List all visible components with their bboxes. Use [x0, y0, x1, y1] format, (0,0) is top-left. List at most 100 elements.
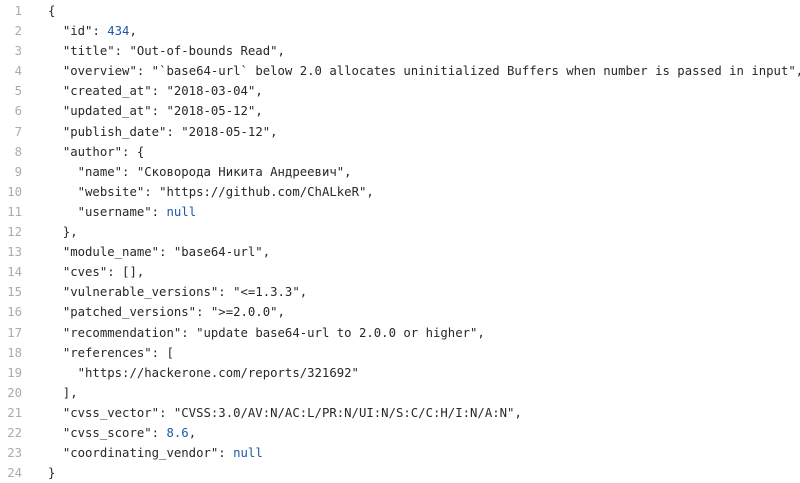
- line-content: "username": null: [22, 202, 800, 222]
- json-number: 434: [107, 24, 130, 39]
- json-key: "recommendation": [62, 325, 182, 340]
- json-punctuation: : [: [151, 345, 174, 360]
- json-punctuation: ,: [299, 285, 308, 300]
- json-key: "updated_at": [62, 104, 152, 119]
- code-line: 13 "module_name": "base64-url",: [0, 242, 800, 262]
- json-key: "cves": [62, 265, 108, 280]
- json-string: "https://github.com/ChALkeR": [159, 184, 367, 199]
- line-number: 1: [14, 4, 22, 18]
- json-key: "coordinating_vendor": [62, 446, 219, 461]
- json-punctuation: ,: [277, 305, 285, 320]
- line-content: "author": {: [22, 142, 800, 162]
- code-line: 23 "coordinating_vendor": null: [0, 443, 800, 463]
- json-punctuation: }: [48, 466, 56, 481]
- json-key: "vulnerable_versions": [62, 285, 219, 300]
- json-key: "author": [62, 144, 123, 159]
- json-punctuation: :: [159, 405, 174, 420]
- code-line: 2 "id": 434,: [0, 21, 800, 41]
- line-number: 24: [7, 466, 22, 481]
- json-string: "Out-of-bounds Read": [129, 44, 278, 59]
- line-content: "updated_at": "2018-05-12",: [22, 101, 800, 121]
- code-line: 18 "references": [: [0, 343, 800, 363]
- json-punctuation: :: [166, 124, 182, 139]
- line-content: "references": [: [22, 343, 800, 363]
- json-punctuation: [48, 265, 63, 279]
- line-number: 10: [7, 184, 22, 199]
- json-punctuation: :: [122, 164, 137, 179]
- json-punctuation: ,: [255, 84, 263, 99]
- line-content: "cvss_score": 8.6,: [22, 423, 800, 443]
- json-punctuation: :: [159, 245, 174, 260]
- code-line: 1{: [0, 1, 800, 21]
- line-number: 3: [14, 44, 22, 59]
- line-content: {: [22, 1, 800, 21]
- json-punctuation: [48, 346, 63, 360]
- json-key: "website": [77, 184, 145, 199]
- code-line: 7 "publish_date": "2018-05-12",: [0, 122, 800, 142]
- line-number: 4: [14, 64, 22, 79]
- json-punctuation: [48, 185, 78, 199]
- line-content: "overview": "`base64-url` below 2.0 allo…: [22, 61, 800, 81]
- line-content: "recommendation": "update base64-url to …: [22, 323, 800, 343]
- json-key: "cvss_score": [62, 425, 152, 440]
- code-line: 14 "cves": [],: [0, 262, 800, 282]
- line-content: "created_at": "2018-03-04",: [22, 81, 800, 101]
- json-key: "overview": [62, 64, 137, 79]
- line-number: 19: [7, 365, 22, 380]
- line-number: 22: [7, 425, 22, 440]
- code-line: 19 "https://hackerone.com/reports/321692…: [0, 363, 800, 383]
- code-line: 21 "cvss_vector": "CVSS:3.0/AV:N/AC:L/PR…: [0, 403, 800, 423]
- json-string: "https://hackerone.com/reports/321692": [77, 365, 359, 380]
- json-punctuation: :: [218, 285, 234, 300]
- line-content: }: [22, 463, 800, 483]
- json-punctuation: :: [151, 84, 167, 99]
- json-punctuation: :: [136, 64, 152, 79]
- json-null: null: [166, 204, 197, 219]
- json-string: "base64-url": [173, 245, 263, 260]
- json-key: "references": [62, 345, 152, 360]
- json-punctuation: [48, 245, 63, 259]
- line-number: 16: [7, 305, 22, 320]
- json-key: "created_at": [62, 84, 152, 99]
- json-number: 8.6: [166, 425, 189, 440]
- json-punctuation: :: [114, 44, 130, 59]
- line-number: 14: [7, 265, 22, 280]
- line-content: "cvss_vector": "CVSS:3.0/AV:N/AC:L/PR:N/…: [22, 403, 800, 423]
- line-number: 6: [14, 104, 22, 119]
- code-line: 8 "author": {: [0, 142, 800, 162]
- line-content: "module_name": "base64-url",: [22, 242, 800, 262]
- line-content: "cves": [],: [22, 262, 800, 282]
- json-key: "username": [77, 204, 152, 219]
- json-key: "patched_versions": [62, 305, 197, 320]
- code-line: 9 "name": "Сковорода Никита Андреевич",: [0, 162, 800, 182]
- json-punctuation: [48, 64, 63, 78]
- line-content: "website": "https://github.com/ChALkeR",: [22, 182, 800, 202]
- json-punctuation: ,: [796, 64, 800, 78]
- json-string: "Сковорода Никита Андреевич": [136, 164, 345, 179]
- line-content: "id": 434,: [22, 21, 800, 41]
- json-punctuation: [48, 84, 63, 98]
- json-punctuation: [48, 104, 63, 118]
- line-number: 23: [7, 446, 22, 461]
- code-line: 16 "patched_versions": ">=2.0.0",: [0, 302, 800, 322]
- json-punctuation: [48, 305, 63, 319]
- line-content: "name": "Сковорода Никита Андреевич",: [22, 162, 800, 182]
- json-punctuation: ,: [366, 184, 374, 199]
- json-punctuation: : [],: [107, 265, 145, 280]
- line-content: "https://hackerone.com/reports/321692": [22, 363, 800, 383]
- json-string: "2018-05-12": [181, 124, 271, 139]
- json-string: "CVSS:3.0/AV:N/AC:L/PR:N/UI:N/S:C/C:H/I:…: [173, 405, 515, 420]
- code-line: 22 "cvss_score": 8.6,: [0, 423, 800, 443]
- json-key: "name": [77, 164, 123, 179]
- json-punctuation: [48, 125, 63, 139]
- line-number: 7: [14, 124, 22, 139]
- line-number: 18: [7, 345, 22, 360]
- code-line: 15 "vulnerable_versions": "<=1.3.3",: [0, 282, 800, 302]
- line-content: "patched_versions": ">=2.0.0",: [22, 302, 800, 322]
- code-line: 24}: [0, 463, 800, 483]
- json-punctuation: ,: [262, 245, 271, 260]
- json-punctuation: : {: [122, 144, 145, 159]
- line-number: 17: [7, 325, 22, 340]
- json-punctuation: :: [196, 305, 211, 320]
